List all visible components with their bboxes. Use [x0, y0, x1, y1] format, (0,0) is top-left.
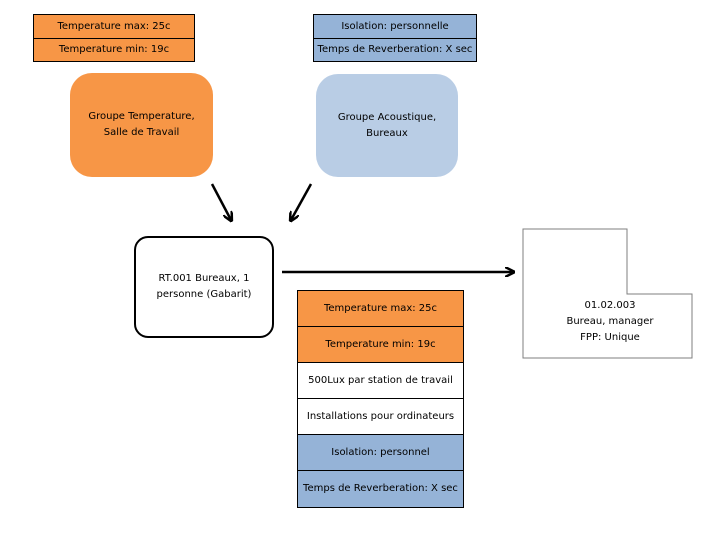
arrow-acoustique-to-room: [291, 183, 313, 220]
top-reverberation-cell: Temps de Reverberation: X sec: [313, 38, 477, 62]
group-acoustique-line1: Groupe Acoustique,: [337, 111, 437, 123]
req-lux-cell: 500Lux par station de travail: [297, 362, 464, 399]
top-isolation-cell: Isolation: personnelle: [313, 14, 477, 39]
req-temperature-max-cell: Temperature max: 25c: [297, 290, 464, 327]
group-temperature-line1: Groupe Temperature,: [88, 111, 195, 122]
req-computer-installations-cell: Installations pour ordinateurs: [297, 398, 464, 435]
room-type-line1: RT.001 Bureaux, 1: [158, 273, 250, 284]
group-acoustique-line2: Bureaux: [366, 127, 408, 139]
top-temperature-min-cell: Temperature min: 19c: [33, 38, 195, 62]
room-type-box: RT.001 Bureaux, 1 personne (Gabarit): [134, 236, 274, 338]
space-number: 01.02.003: [584, 300, 636, 311]
req-reverberation-cell: Temps de Reverberation: X sec: [297, 470, 464, 508]
space-label: 01.02.003 Bureau, manager FPP: Unique: [540, 298, 680, 346]
group-temperature-line2: Salle de Travail: [103, 127, 180, 138]
space-outline: [522, 228, 693, 359]
space-name: Bureau, manager: [566, 316, 654, 327]
group-acoustique-box: Groupe Acoustique, Bureaux: [316, 74, 458, 177]
space-fpp: FPP: Unique: [580, 332, 640, 343]
group-temperature-box: Groupe Temperature, Salle de Travail: [70, 73, 213, 177]
req-temperature-min-cell: Temperature min: 19c: [297, 326, 464, 363]
top-temperature-max-cell: Temperature max: 25c: [33, 14, 195, 39]
arrow-temperature-to-room: [210, 183, 231, 220]
room-type-line2: personne (Gabarit): [156, 289, 252, 300]
